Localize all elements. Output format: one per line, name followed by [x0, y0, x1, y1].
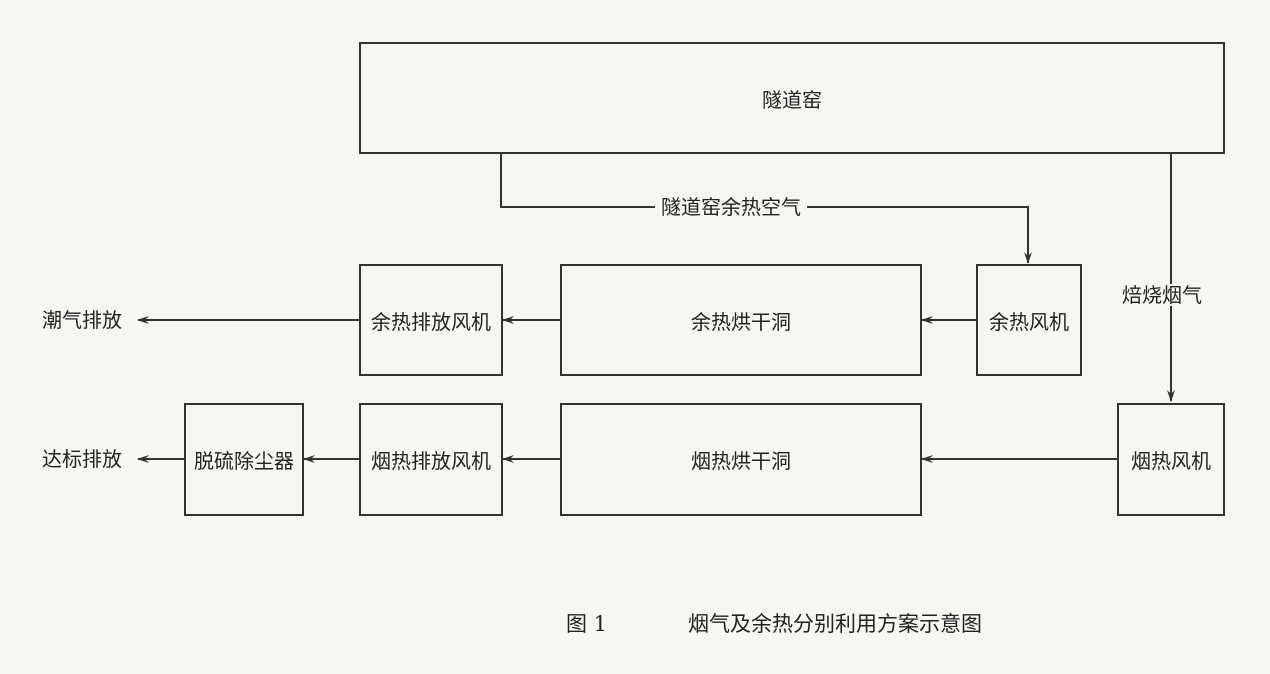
flue-exhaust-fan-label: 烟热排放风机 — [371, 449, 491, 473]
figure-number: 图 1 — [566, 612, 608, 636]
desulfurizer-box: 脱硫除尘器 — [184, 403, 304, 516]
tunnel-kiln-box: 隧道窑 — [359, 42, 1225, 154]
roasting-flue-gas-label: 焙烧烟气 — [1116, 284, 1208, 306]
waste-heat-dryer-label: 余热烘干洞 — [691, 309, 791, 334]
waste-heat-fan-label: 余热风机 — [989, 309, 1069, 334]
flue-fan-box: 烟热风机 — [1117, 403, 1225, 516]
waste-heat-fan-box: 余热风机 — [976, 264, 1082, 376]
flue-dryer-label: 烟热烘干洞 — [691, 449, 791, 473]
tunnel-kiln-label: 隧道窑 — [762, 87, 822, 112]
moist-exhaust-label: 潮气排放 — [42, 308, 122, 332]
waste-heat-dryer-box: 余热烘干洞 — [560, 264, 922, 376]
flue-dryer-box: 烟热烘干洞 — [560, 403, 922, 516]
compliant-exhaust-label: 达标排放 — [42, 447, 122, 471]
flue-fan-label: 烟热风机 — [1131, 449, 1211, 473]
waste-heat-exhaust-fan-box: 余热排放风机 — [359, 264, 503, 376]
flue-exhaust-fan-box: 烟热排放风机 — [359, 403, 503, 516]
desulfurizer-label: 脱硫除尘器 — [194, 449, 294, 473]
figure-title: 烟气及余热分别利用方案示意图 — [688, 612, 982, 636]
kiln-waste-air-label: 隧道窑余热空气 — [655, 196, 807, 218]
waste-heat-exhaust-fan-label: 余热排放风机 — [371, 309, 491, 334]
